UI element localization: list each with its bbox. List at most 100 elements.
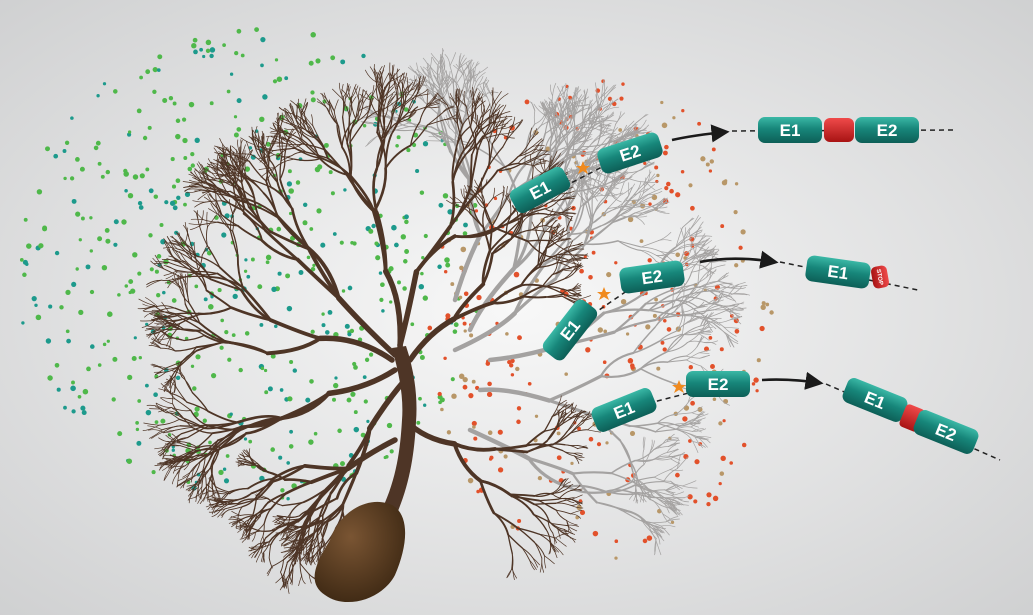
dendrite-branch (616, 134, 623, 145)
dendrite-branch (550, 542, 559, 553)
dendrite-branch (656, 413, 677, 424)
dendrite-branch (175, 260, 193, 272)
dendrite-branch (262, 134, 265, 149)
dendrite-branch (477, 87, 488, 98)
scatter-dot (193, 49, 198, 55)
dendrite-branch (158, 458, 172, 471)
scatter-dot (469, 333, 474, 338)
dendrite-branch (573, 455, 580, 464)
dendrite-branch (555, 509, 568, 521)
dendrite-branch (507, 164, 526, 196)
dendrite-branch (295, 525, 309, 528)
scatter-dot (286, 496, 290, 501)
scatter-dot (719, 471, 725, 476)
dendrite-branch (547, 517, 554, 534)
dendrite-branch (643, 183, 655, 194)
dendrite-branch (660, 525, 676, 528)
scatter-dot (156, 254, 162, 259)
dendrite-branch (270, 492, 288, 510)
scatter-dot (310, 329, 315, 334)
scatter-dot (220, 318, 225, 323)
dendrite-branch (535, 222, 540, 233)
dendrite-branch (383, 88, 390, 108)
dendrite-branch (474, 189, 481, 198)
dendrite-branch (695, 309, 711, 319)
scatter-dot (229, 72, 234, 76)
dendrite-branch (705, 310, 727, 319)
scatter-dot (192, 37, 198, 43)
scatter-dot (154, 420, 159, 424)
dendrite-branch (636, 478, 644, 491)
dendrite-branch (469, 125, 479, 152)
dendrite-branch (146, 279, 162, 285)
dendrite-branch (567, 223, 593, 245)
scatter-dot (289, 429, 294, 434)
scatter-dot (556, 431, 561, 436)
dendrite-branch (500, 196, 508, 211)
scatter-dot (416, 420, 421, 425)
dendrite-branch (254, 464, 269, 473)
scatter-dot (605, 441, 609, 445)
dendrite-branch (702, 265, 713, 274)
scatter-dot (117, 431, 123, 437)
mature-exon-e1-label: E1 (780, 121, 801, 140)
dendrite-branch (213, 499, 223, 503)
dendrite-branch (508, 493, 536, 506)
dendrite-branch (176, 478, 189, 487)
dendrite-branch (642, 173, 655, 186)
dendrite-branch (699, 355, 710, 359)
dendrite-branch (575, 95, 585, 109)
dendrite-branch (551, 409, 565, 417)
dendrite-branch (501, 118, 512, 130)
pre-mrna-line (569, 274, 651, 331)
dendrite-branch (643, 437, 646, 450)
dendrite-branch (486, 96, 493, 116)
dendrite-branch (220, 171, 236, 187)
dendrite-branch (154, 260, 170, 263)
dendrite-branch (703, 318, 718, 326)
dendrite-branch (463, 97, 467, 119)
dendrite-branch (686, 352, 700, 361)
dendrite-branch (697, 332, 712, 335)
dendrite-branch (268, 318, 323, 341)
scatter-dot (534, 414, 539, 418)
dendrite-branch (723, 326, 740, 329)
dendrite-branch (594, 82, 600, 100)
dendrite-branch (654, 476, 671, 482)
scatter-dot (516, 406, 522, 411)
dendrite-branch (599, 351, 635, 378)
scatter-dot (380, 282, 385, 288)
dendrite-branch (607, 176, 619, 185)
scatter-dot (270, 447, 275, 452)
dendrite-branch (160, 343, 176, 352)
dendrite-branch (561, 212, 577, 214)
dendrite-branch (561, 212, 574, 217)
scatter-dot (218, 469, 224, 476)
dendrite-branch (615, 111, 622, 125)
dendrite-branch (680, 312, 705, 317)
dendrite-branch (161, 301, 169, 313)
dendrite-branch (628, 422, 659, 427)
dendrite-branch (517, 148, 535, 158)
scatter-dot (666, 327, 672, 332)
dendrite-branch (250, 153, 266, 166)
scatter-dot (661, 122, 668, 129)
dendrite-branch (561, 294, 574, 297)
scatter-dot (400, 234, 406, 240)
dendrite-branch (189, 489, 204, 500)
dendrite-branch (358, 90, 364, 104)
dendrite-branch (570, 204, 585, 235)
dendrite-branch (494, 227, 529, 243)
dendrite-branch (447, 142, 470, 181)
dendrite-branch (224, 503, 240, 510)
dendrite-branch (169, 433, 182, 448)
dendrite-branch (201, 329, 232, 344)
dendrite-branch (702, 246, 710, 259)
dendrite-branch (673, 308, 693, 313)
dendrite-branch (279, 133, 283, 155)
dendrite-branch (177, 234, 184, 248)
dendrite-branch (171, 235, 181, 247)
dendrite-branch (427, 119, 446, 126)
scatter-dot (386, 422, 393, 429)
dendrite-branch (420, 75, 437, 89)
